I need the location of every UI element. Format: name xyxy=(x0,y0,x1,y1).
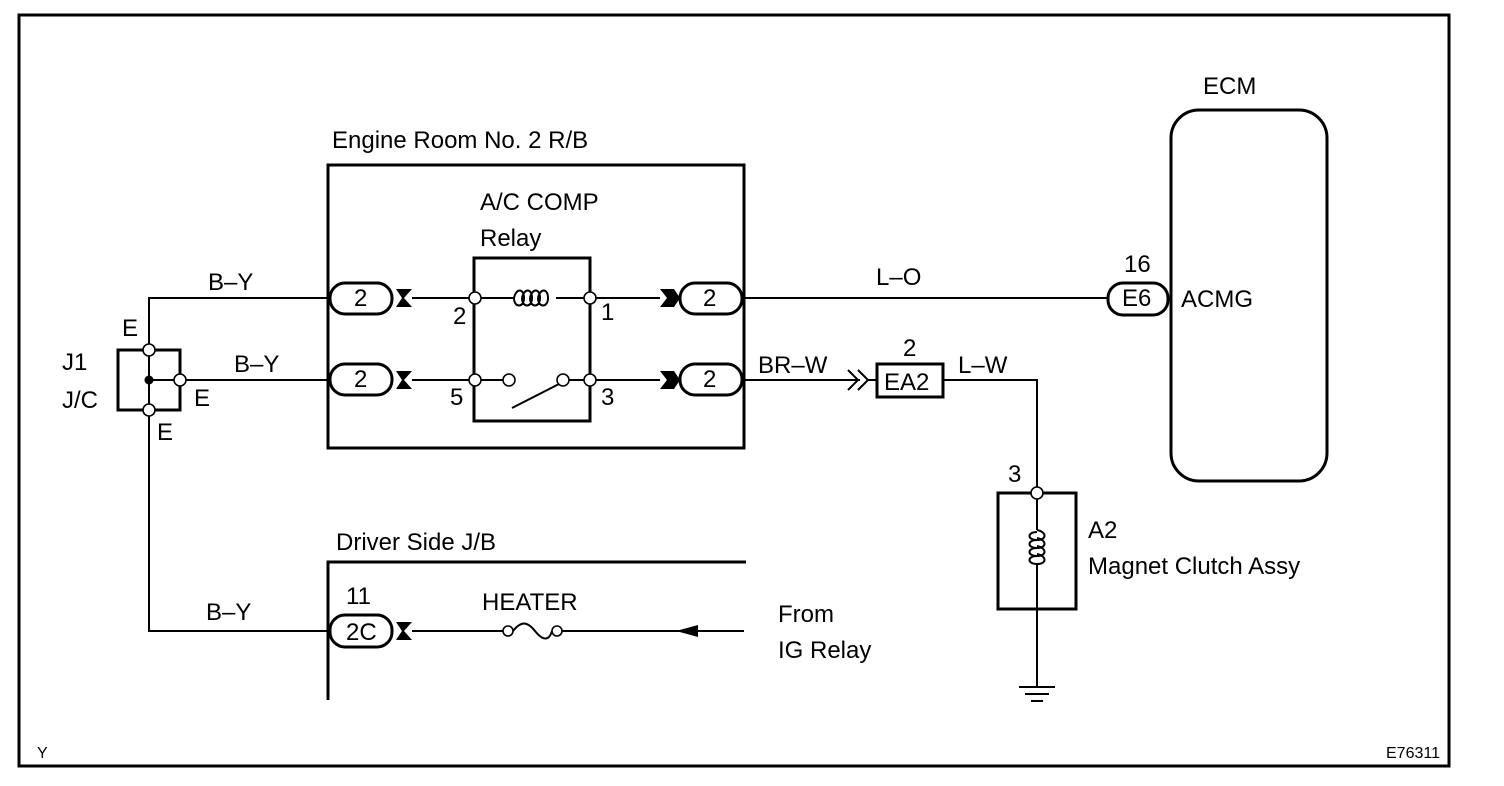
jc-pin-right xyxy=(173,373,187,387)
relay-pin-5-label: 5 xyxy=(450,384,463,411)
feed-arrow-icon xyxy=(676,625,698,637)
rb-connector-left-bottom xyxy=(328,362,412,397)
relay-pin-2 xyxy=(468,291,482,305)
ground-icon xyxy=(1019,686,1055,702)
jc-name-label: J/C xyxy=(62,387,98,414)
rb-connector-right-top xyxy=(660,281,744,316)
ea2-pin-label: 2 xyxy=(903,335,916,362)
ac-comp-relay-box xyxy=(472,256,592,423)
ecm-connector-label: E6 xyxy=(1122,285,1151,312)
clutch-name-label: Magnet Clutch Assy xyxy=(1088,553,1300,580)
relay-pin-3-label: 3 xyxy=(601,384,614,411)
from-label-line1: From xyxy=(778,601,834,628)
rb-connector-right-bottom xyxy=(660,362,744,397)
jc-pin-bottom xyxy=(142,403,156,417)
wire-lw xyxy=(943,379,1038,487)
clutch-id-label: A2 xyxy=(1088,517,1117,544)
relay-switch-fixed-contact xyxy=(502,373,516,387)
ecm-terminal-label: ACMG xyxy=(1181,286,1253,313)
jc-pin-bottom-label: E xyxy=(157,419,173,446)
wire-by-mid-label: B–Y xyxy=(234,351,279,378)
ecm-title: ECM xyxy=(1203,73,1256,100)
rb-connector-right-bottom-label: 2 xyxy=(703,366,716,393)
clutch-coil-icon xyxy=(1028,529,1046,566)
from-label-line2: IG Relay xyxy=(778,637,871,664)
rb-connector-left-top-label: 2 xyxy=(354,285,367,312)
jb-connector-arrow-icon xyxy=(396,622,412,640)
rb-connector-left-bottom-label: 2 xyxy=(354,366,367,393)
clutch-pin-label: 3 xyxy=(1008,461,1021,488)
jc-id-label: J1 xyxy=(62,349,87,376)
rb-connector-right-top-label: 2 xyxy=(703,285,716,312)
relay-pin-2-label: 2 xyxy=(453,303,466,330)
engine-room-rb-box xyxy=(326,163,746,450)
heater-fuse-icon xyxy=(512,622,553,640)
jc-junction-dot xyxy=(144,375,154,385)
wire-by-top xyxy=(148,297,330,344)
driver-jb-title: Driver Side J/B xyxy=(336,529,496,556)
jb-pin-label: 11 xyxy=(346,583,371,610)
footer-left-mark: Y xyxy=(37,745,48,762)
wire-by-bottom-label: B–Y xyxy=(206,599,251,626)
relay-pin-5 xyxy=(468,373,482,387)
jc-pin-top-label: E xyxy=(122,315,138,342)
relay-name-line2: Relay xyxy=(480,225,541,252)
figure-code: E76311 xyxy=(1386,745,1440,762)
jb-connector-2c xyxy=(328,613,394,649)
clutch-pin-3 xyxy=(1030,486,1044,500)
junction-connector-j1 xyxy=(116,343,187,417)
ecm-connector-e6 xyxy=(1106,281,1170,317)
ecm-pin-label: 16 xyxy=(1124,251,1151,278)
wire-by-bottom xyxy=(148,416,330,632)
jc-pin-right-label: E xyxy=(194,385,210,412)
driver-jb-outline xyxy=(326,560,746,700)
ea2-connector-label: EA2 xyxy=(884,369,929,396)
inline-connector-chevron-icon xyxy=(847,369,860,391)
relay-switch-blade-icon xyxy=(511,383,560,409)
relay-name-line1: A/C COMP xyxy=(480,189,599,216)
engine-room-rb-title: Engine Room No. 2 R/B xyxy=(332,127,588,154)
wire-brw-label: BR–W xyxy=(758,352,828,379)
wire-by-top-label: B–Y xyxy=(208,269,253,296)
relay-pin-3 xyxy=(583,373,597,387)
relay-coil-icon xyxy=(513,289,550,307)
wire-lo-label: L–O xyxy=(876,264,921,291)
diagram-frame xyxy=(17,13,1451,768)
relay-pin-1-label: 1 xyxy=(601,299,614,326)
heater-fuse-label: HEATER xyxy=(482,589,578,616)
rb-connector-left-top xyxy=(328,281,412,316)
jc-pin-top xyxy=(142,343,156,357)
relay-switch-moving-contact xyxy=(556,373,570,387)
jb-connector-label: 2C xyxy=(346,619,377,646)
relay-pin-1 xyxy=(583,291,597,305)
wire-lw-label: L–W xyxy=(958,352,1008,379)
ecm-box xyxy=(1169,108,1329,483)
